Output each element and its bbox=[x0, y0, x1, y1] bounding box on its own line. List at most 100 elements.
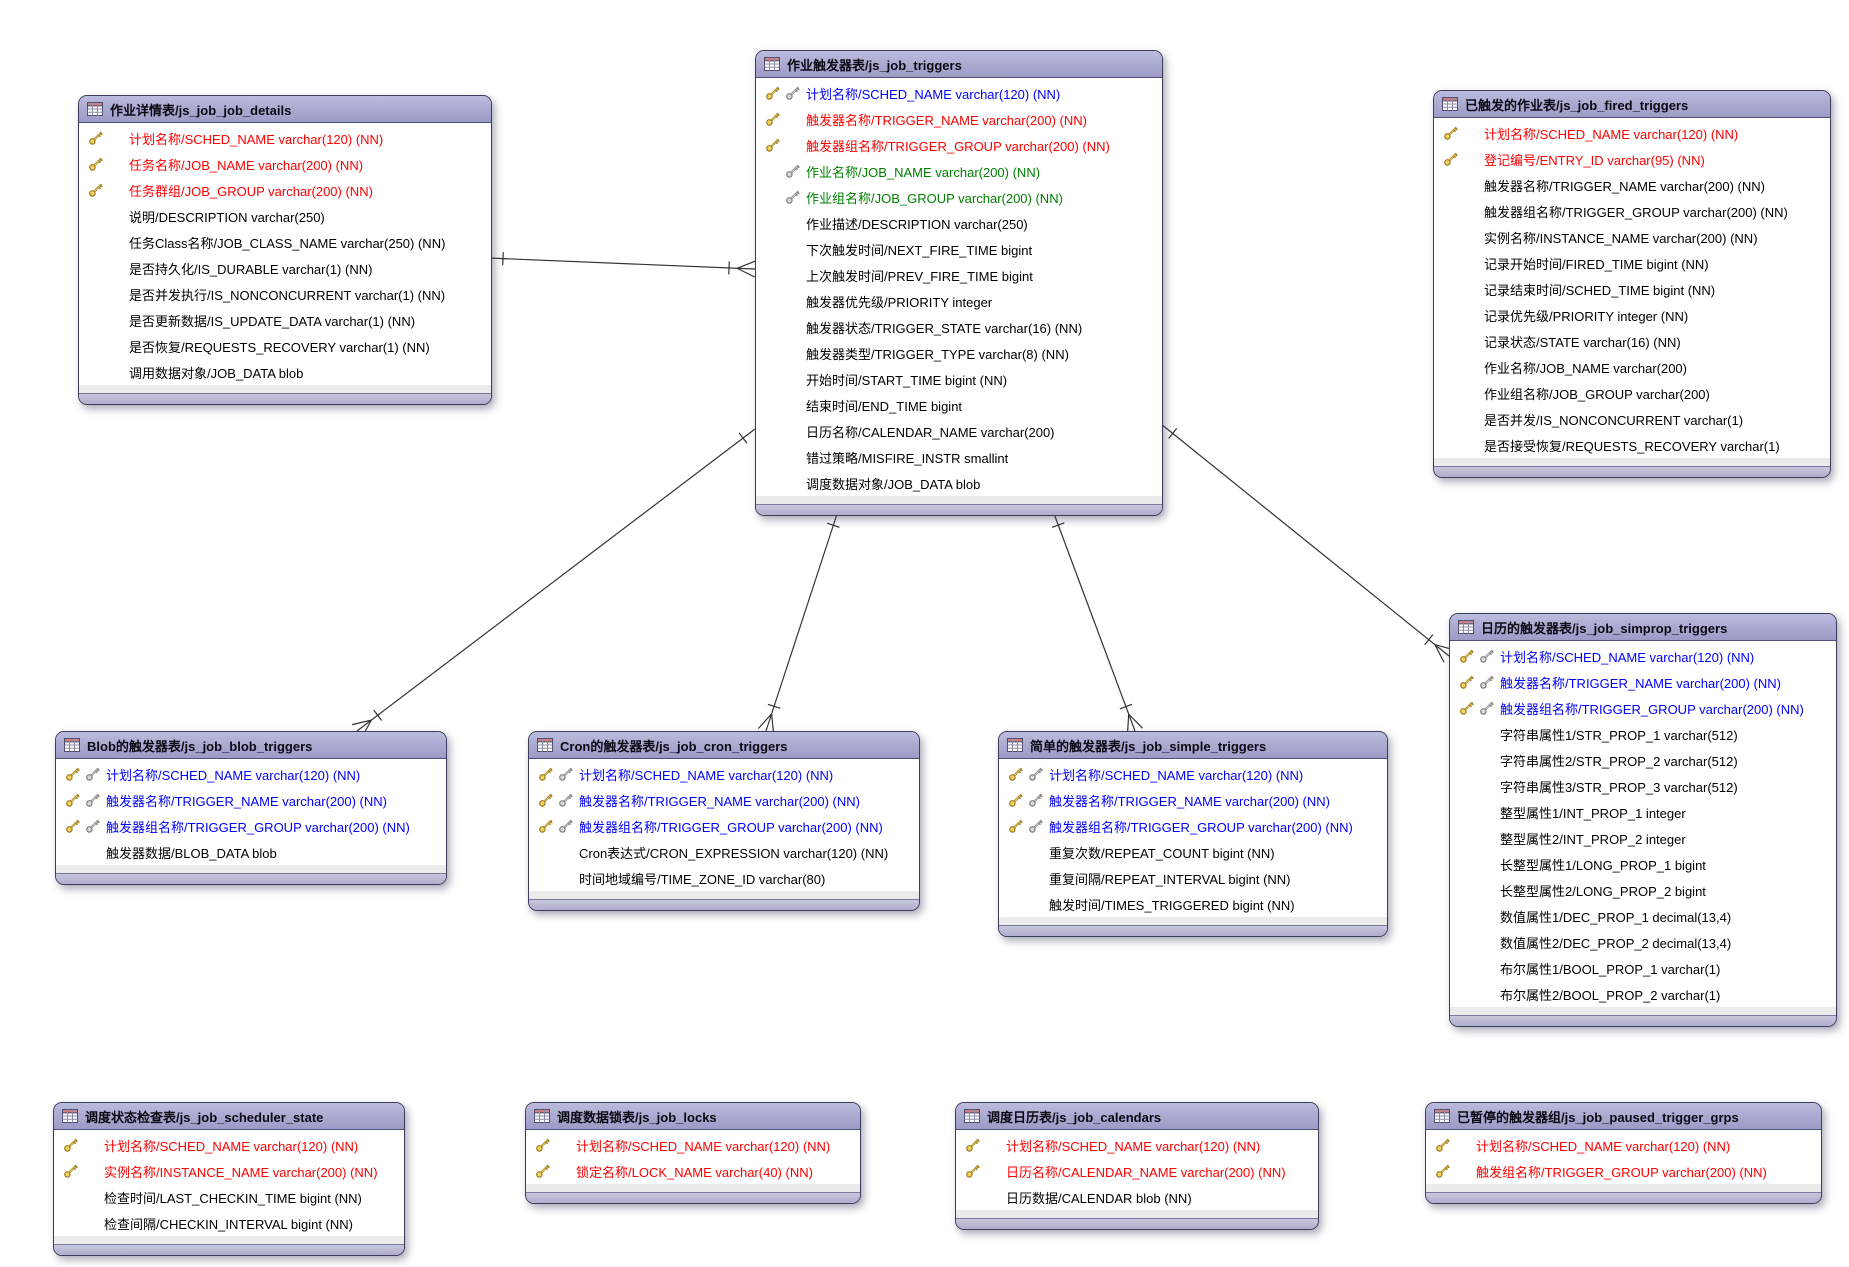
column-row[interactable]: 计划名称/SCHED_NAME varchar(120) (NN) bbox=[1450, 643, 1836, 669]
column-row[interactable]: 作业名称/JOB_NAME varchar(200) (NN) bbox=[756, 158, 1162, 184]
column-row[interactable]: 实例名称/INSTANCE_NAME varchar(200) (NN) bbox=[54, 1158, 404, 1184]
column-row[interactable]: 调用数据对象/JOB_DATA blob bbox=[79, 359, 491, 385]
column-row[interactable]: 触发器类型/TRIGGER_TYPE varchar(8) (NN) bbox=[756, 340, 1162, 366]
column-row[interactable]: 说明/DESCRIPTION varchar(250) bbox=[79, 203, 491, 229]
column-row[interactable]: 触发器组名称/TRIGGER_GROUP varchar(200) (NN) bbox=[756, 132, 1162, 158]
column-row[interactable]: 日历名称/CALENDAR_NAME varchar(200) (NN) bbox=[956, 1158, 1318, 1184]
column-row[interactable]: 任务群组/JOB_GROUP varchar(200) (NN) bbox=[79, 177, 491, 203]
column-row[interactable]: 锁定名称/LOCK_NAME varchar(40) (NN) bbox=[526, 1158, 860, 1184]
column-row[interactable]: 触发器名称/TRIGGER_NAME varchar(200) (NN) bbox=[756, 106, 1162, 132]
column-row[interactable]: 整型属性1/INT_PROP_1 integer bbox=[1450, 799, 1836, 825]
column-row[interactable]: 计划名称/SCHED_NAME varchar(120) (NN) bbox=[529, 761, 919, 787]
column-row[interactable]: 重复间隔/REPEAT_INTERVAL bigint (NN) bbox=[999, 865, 1387, 891]
column-row[interactable]: 字符串属性2/STR_PROP_2 varchar(512) bbox=[1450, 747, 1836, 773]
column-row[interactable]: 长整型属性1/LONG_PROP_1 bigint bbox=[1450, 851, 1836, 877]
column-row[interactable]: 长整型属性2/LONG_PROP_2 bigint bbox=[1450, 877, 1836, 903]
column-row[interactable]: 字符串属性3/STR_PROP_3 varchar(512) bbox=[1450, 773, 1836, 799]
column-row[interactable]: 整型属性2/INT_PROP_2 integer bbox=[1450, 825, 1836, 851]
column-row[interactable]: 触发时间/TIMES_TRIGGERED bigint (NN) bbox=[999, 891, 1387, 917]
column-row[interactable]: 是否更新数据/IS_UPDATE_DATA varchar(1) (NN) bbox=[79, 307, 491, 333]
column-row[interactable]: 实例名称/INSTANCE_NAME varchar(200) (NN) bbox=[1434, 224, 1830, 250]
column-row[interactable]: 布尔属性2/BOOL_PROP_2 varchar(1) bbox=[1450, 981, 1836, 1007]
column-row[interactable]: 计划名称/SCHED_NAME varchar(120) (NN) bbox=[999, 761, 1387, 787]
column-row[interactable]: 是否并发/IS_NONCONCURRENT varchar(1) bbox=[1434, 406, 1830, 432]
table-header[interactable]: 日历的触发器表/js_job_simprop_triggers bbox=[1450, 614, 1836, 641]
column-row[interactable]: 触发器组名称/TRIGGER_GROUP varchar(200) (NN) bbox=[56, 813, 446, 839]
column-row[interactable]: 数值属性1/DEC_PROP_1 decimal(13,4) bbox=[1450, 903, 1836, 929]
column-row[interactable]: 触发器名称/TRIGGER_NAME varchar(200) (NN) bbox=[999, 787, 1387, 813]
column-row[interactable]: 触发器数据/BLOB_DATA blob bbox=[56, 839, 446, 865]
column-row[interactable]: 触发器名称/TRIGGER_NAME varchar(200) (NN) bbox=[56, 787, 446, 813]
column-row[interactable]: 记录优先级/PRIORITY integer (NN) bbox=[1434, 302, 1830, 328]
column-row[interactable]: 调度数据对象/JOB_DATA blob bbox=[756, 470, 1162, 496]
column-row[interactable]: 检查间隔/CHECKIN_INTERVAL bigint (NN) bbox=[54, 1210, 404, 1236]
column-row[interactable]: 登记编号/ENTRY_ID varchar(95) (NN) bbox=[1434, 146, 1830, 172]
column-row[interactable]: 记录结束时间/SCHED_TIME bigint (NN) bbox=[1434, 276, 1830, 302]
column-row[interactable]: 检查时间/LAST_CHECKIN_TIME bigint (NN) bbox=[54, 1184, 404, 1210]
column-row[interactable]: 记录状态/STATE varchar(16) (NN) bbox=[1434, 328, 1830, 354]
column-row[interactable]: 触发器名称/TRIGGER_NAME varchar(200) (NN) bbox=[1450, 669, 1836, 695]
column-row[interactable]: 触发器组名称/TRIGGER_GROUP varchar(200) (NN) bbox=[529, 813, 919, 839]
column-row[interactable]: 触发组名称/TRIGGER_GROUP varchar(200) (NN) bbox=[1426, 1158, 1821, 1184]
table-header[interactable]: 调度数据锁表/js_job_locks bbox=[526, 1103, 860, 1130]
column-row[interactable]: 计划名称/SCHED_NAME varchar(120) (NN) bbox=[79, 125, 491, 151]
column-row[interactable]: 触发器名称/TRIGGER_NAME varchar(200) (NN) bbox=[1434, 172, 1830, 198]
column-row[interactable]: 计划名称/SCHED_NAME varchar(120) (NN) bbox=[1434, 120, 1830, 146]
table-header[interactable]: 调度状态检查表/js_job_scheduler_state bbox=[54, 1103, 404, 1130]
column-row[interactable]: 作业组名称/JOB_GROUP varchar(200) bbox=[1434, 380, 1830, 406]
column-row[interactable]: 重复次数/REPEAT_COUNT bigint (NN) bbox=[999, 839, 1387, 865]
column-row[interactable]: 作业组名称/JOB_GROUP varchar(200) (NN) bbox=[756, 184, 1162, 210]
column-row[interactable]: 数值属性2/DEC_PROP_2 decimal(13,4) bbox=[1450, 929, 1836, 955]
column-row[interactable]: 是否并发执行/IS_NONCONCURRENT varchar(1) (NN) bbox=[79, 281, 491, 307]
column-row[interactable]: 日历数据/CALENDAR blob (NN) bbox=[956, 1184, 1318, 1210]
column-row[interactable]: 触发器优先级/PRIORITY integer bbox=[756, 288, 1162, 314]
column-row[interactable]: 上次触发时间/PREV_FIRE_TIME bigint bbox=[756, 262, 1162, 288]
column-row[interactable]: 时间地域编号/TIME_ZONE_ID varchar(80) bbox=[529, 865, 919, 891]
column-row[interactable]: 触发器组名称/TRIGGER_GROUP varchar(200) (NN) bbox=[1450, 695, 1836, 721]
column-row[interactable]: 计划名称/SCHED_NAME varchar(120) (NN) bbox=[54, 1132, 404, 1158]
column-row[interactable]: 计划名称/SCHED_NAME varchar(120) (NN) bbox=[956, 1132, 1318, 1158]
column-row[interactable]: 日历名称/CALENDAR_NAME varchar(200) bbox=[756, 418, 1162, 444]
table-header[interactable]: 已触发的作业表/js_job_fired_triggers bbox=[1434, 91, 1830, 118]
column-row[interactable]: 计划名称/SCHED_NAME varchar(120) (NN) bbox=[756, 80, 1162, 106]
column-row[interactable]: 计划名称/SCHED_NAME varchar(120) (NN) bbox=[1426, 1132, 1821, 1158]
column-row[interactable]: 字符串属性1/STR_PROP_1 varchar(512) bbox=[1450, 721, 1836, 747]
column-row[interactable]: 结束时间/END_TIME bigint bbox=[756, 392, 1162, 418]
column-row[interactable]: 触发器组名称/TRIGGER_GROUP varchar(200) (NN) bbox=[999, 813, 1387, 839]
column-row[interactable]: 触发器名称/TRIGGER_NAME varchar(200) (NN) bbox=[529, 787, 919, 813]
table-header[interactable]: 简单的触发器表/js_job_simple_triggers bbox=[999, 732, 1387, 759]
table-header[interactable]: 调度日历表/js_job_calendars bbox=[956, 1103, 1318, 1130]
column-row[interactable]: Cron表达式/CRON_EXPRESSION varchar(120) (NN… bbox=[529, 839, 919, 865]
column-row[interactable]: 是否恢复/REQUESTS_RECOVERY varchar(1) (NN) bbox=[79, 333, 491, 359]
table-header[interactable]: Cron的触发器表/js_job_cron_triggers bbox=[529, 732, 919, 759]
column-row[interactable]: 计划名称/SCHED_NAME varchar(120) (NN) bbox=[56, 761, 446, 787]
column-row[interactable]: 下次触发时间/NEXT_FIRE_TIME bigint bbox=[756, 236, 1162, 262]
column-row[interactable]: 是否接受恢复/REQUESTS_RECOVERY varchar(1) bbox=[1434, 432, 1830, 458]
column-row[interactable]: 任务Class名称/JOB_CLASS_NAME varchar(250) (N… bbox=[79, 229, 491, 255]
column-row[interactable]: 开始时间/START_TIME bigint (NN) bbox=[756, 366, 1162, 392]
table-header[interactable]: Blob的触发器表/js_job_blob_triggers bbox=[56, 732, 446, 759]
column-row[interactable]: 作业名称/JOB_NAME varchar(200) bbox=[1434, 354, 1830, 380]
column-row[interactable]: 布尔属性1/BOOL_PROP_1 varchar(1) bbox=[1450, 955, 1836, 981]
column-row[interactable]: 触发器状态/TRIGGER_STATE varchar(16) (NN) bbox=[756, 314, 1162, 340]
table-header[interactable]: 已暂停的触发器组/js_job_paused_trigger_grps bbox=[1426, 1103, 1821, 1130]
column-row[interactable]: 计划名称/SCHED_NAME varchar(120) (NN) bbox=[526, 1132, 860, 1158]
table-header[interactable]: 作业触发器表/js_job_triggers bbox=[756, 51, 1162, 78]
column-row[interactable]: 触发器组名称/TRIGGER_GROUP varchar(200) (NN) bbox=[1434, 198, 1830, 224]
column-row[interactable]: 是否持久化/IS_DURABLE varchar(1) (NN) bbox=[79, 255, 491, 281]
column-row[interactable]: 任务名称/JOB_NAME varchar(200) (NN) bbox=[79, 151, 491, 177]
column-row[interactable]: 错过策略/MISFIRE_INSTR smallint bbox=[756, 444, 1162, 470]
table-header[interactable]: 作业详情表/js_job_job_details bbox=[79, 96, 491, 123]
column-row[interactable]: 记录开始时间/FIRED_TIME bigint (NN) bbox=[1434, 250, 1830, 276]
